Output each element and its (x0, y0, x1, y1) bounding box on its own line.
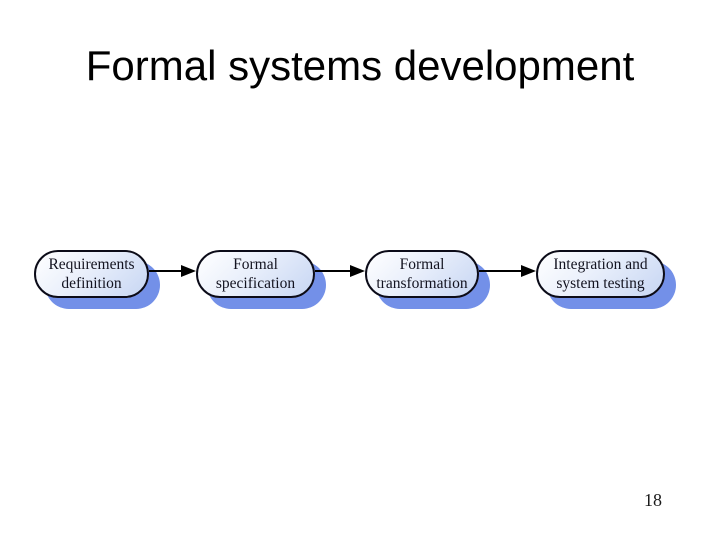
stage-requirements-definition: Requirements definition (34, 250, 149, 298)
arrow-right-icon (350, 265, 365, 277)
stage-label-line: definition (61, 275, 122, 292)
flow-arrow (315, 264, 365, 278)
flow-arrow (149, 264, 196, 278)
stage-label-line: Formal (233, 256, 278, 273)
flow-arrow (479, 264, 536, 278)
stage-label-line: system testing (556, 275, 645, 292)
arrow-line (149, 270, 181, 272)
stage-formal-specification: Formal specification (196, 250, 315, 298)
stage-label-line: transformation (376, 275, 468, 292)
stage-label-line: Formal (399, 256, 445, 273)
stage-integration-system-testing: Integration and system testing (536, 250, 665, 298)
slide-title: Formal systems development (85, 42, 635, 89)
arrow-right-icon (181, 265, 196, 277)
arrow-line (315, 270, 350, 272)
stage-label-line: Requirements (48, 256, 135, 273)
stage-label-line: specification (215, 275, 296, 292)
stage-label-line: Integration and (553, 256, 648, 273)
stage-formal-transformation: Formal transformation (365, 250, 479, 298)
arrow-line (479, 270, 521, 272)
arrow-right-icon (521, 265, 536, 277)
page-number: 18 (644, 490, 662, 510)
